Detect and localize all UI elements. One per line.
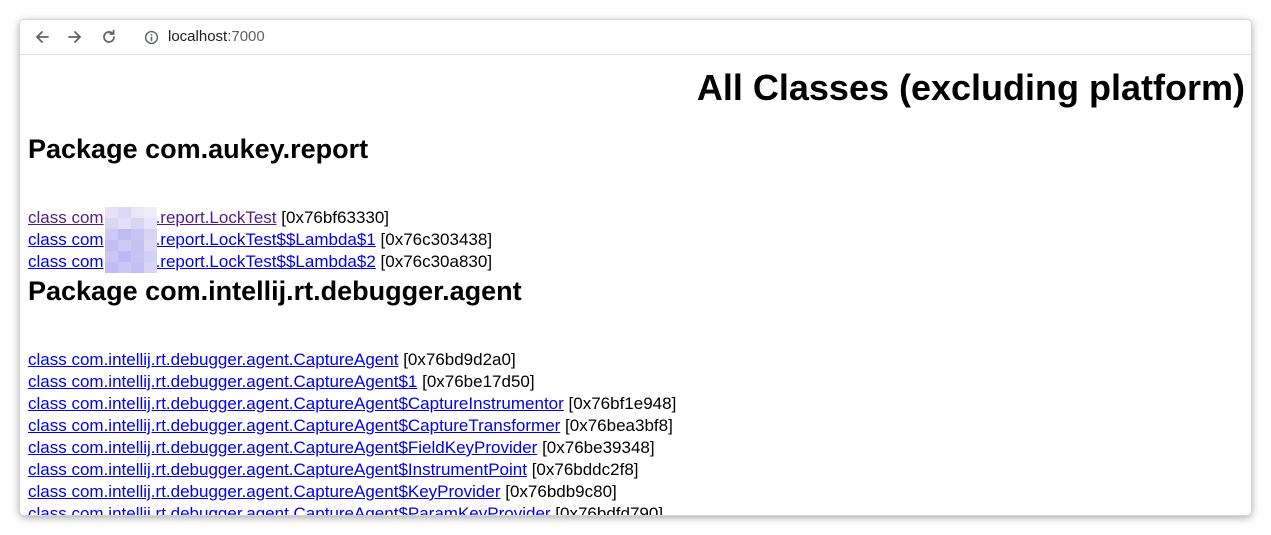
list-item: class com.intellij.rt.debugger.agent.Cap… xyxy=(28,371,676,393)
class-address: [0x76bd9d2a0] xyxy=(403,350,516,369)
list-item: class com.report.LockTest$$Lambda$2 [0x7… xyxy=(28,251,492,273)
class-link[interactable]: class com.report.LockTest$$Lambda$2 xyxy=(28,252,376,271)
browser-window: localhost:7000 All Classes (excluding pl… xyxy=(20,20,1251,515)
class-address: [0x76bf1e948] xyxy=(568,394,677,413)
class-address: [0x76bdb9c80] xyxy=(505,482,617,501)
class-address: [0x76bddc2f8] xyxy=(531,460,639,479)
list-item: class com.intellij.rt.debugger.agent.Cap… xyxy=(28,393,676,415)
class-link[interactable]: class com.intellij.rt.debugger.agent.Cap… xyxy=(28,460,527,479)
class-link[interactable]: class com.intellij.rt.debugger.agent.Cap… xyxy=(28,372,418,391)
class-link[interactable]: class com.intellij.rt.debugger.agent.Cap… xyxy=(28,350,399,369)
class-link[interactable]: class com.intellij.rt.debugger.agent.Cap… xyxy=(28,504,551,515)
class-link[interactable]: class com.intellij.rt.debugger.agent.Cap… xyxy=(28,438,538,457)
class-address: [0x76be17d50] xyxy=(422,372,535,391)
arrow-left-icon xyxy=(36,31,49,43)
info-icon xyxy=(144,30,158,44)
address-bar[interactable]: localhost:7000 xyxy=(168,27,265,47)
reload-icon xyxy=(103,29,115,43)
class-link[interactable]: class com.report.LockTest xyxy=(28,208,277,227)
list-item: class com.report.LockTest [0x76bf63330] xyxy=(28,207,492,229)
class-address: [0x76bf63330] xyxy=(281,208,390,227)
class-link[interactable]: class com.intellij.rt.debugger.agent.Cap… xyxy=(28,416,561,435)
arrow-right-icon xyxy=(68,31,81,43)
class-list: class com.intellij.rt.debugger.agent.Cap… xyxy=(28,349,676,515)
class-address: [0x76bea3bf8] xyxy=(565,416,673,435)
url-host: localhost xyxy=(168,28,228,45)
list-item: class com.intellij.rt.debugger.agent.Cap… xyxy=(28,481,676,503)
list-item: class com.intellij.rt.debugger.agent.Cap… xyxy=(28,415,676,437)
list-item: class com.intellij.rt.debugger.agent.Cap… xyxy=(28,437,676,459)
class-link[interactable]: class com.intellij.rt.debugger.agent.Cap… xyxy=(28,394,564,413)
package-heading: Package com.intellij.rt.debugger.agent xyxy=(28,276,522,306)
class-link[interactable]: class com.report.LockTest$$Lambda$1 xyxy=(28,230,376,249)
forward-button[interactable] xyxy=(62,24,88,50)
list-item: class com.intellij.rt.debugger.agent.Cap… xyxy=(28,459,676,481)
list-item: class com.report.LockTest$$Lambda$1 [0x7… xyxy=(28,229,492,251)
site-info-button[interactable] xyxy=(141,27,161,47)
class-address: [0x76bdfd790] xyxy=(555,504,664,515)
package-heading: Package com.aukey.report xyxy=(28,134,369,164)
class-list: class com.report.LockTest [0x76bf63330] … xyxy=(28,207,492,273)
class-address: [0x76c30a830] xyxy=(380,252,493,271)
list-item: class com.intellij.rt.debugger.agent.Cap… xyxy=(28,349,676,371)
list-item: class com.intellij.rt.debugger.agent.Cap… xyxy=(28,503,676,515)
reload-button[interactable] xyxy=(96,24,122,50)
browser-toolbar: localhost:7000 xyxy=(20,20,1251,55)
url-port: :7000 xyxy=(227,28,265,45)
class-address: [0x76be39348] xyxy=(542,438,655,457)
class-link[interactable]: class com.intellij.rt.debugger.agent.Cap… xyxy=(28,482,501,501)
back-button[interactable] xyxy=(29,24,55,50)
class-address: [0x76c303438] xyxy=(380,230,493,249)
page-content: All Classes (excluding platform) Package… xyxy=(20,55,1251,515)
page-title: All Classes (excluding platform) xyxy=(696,67,1245,108)
